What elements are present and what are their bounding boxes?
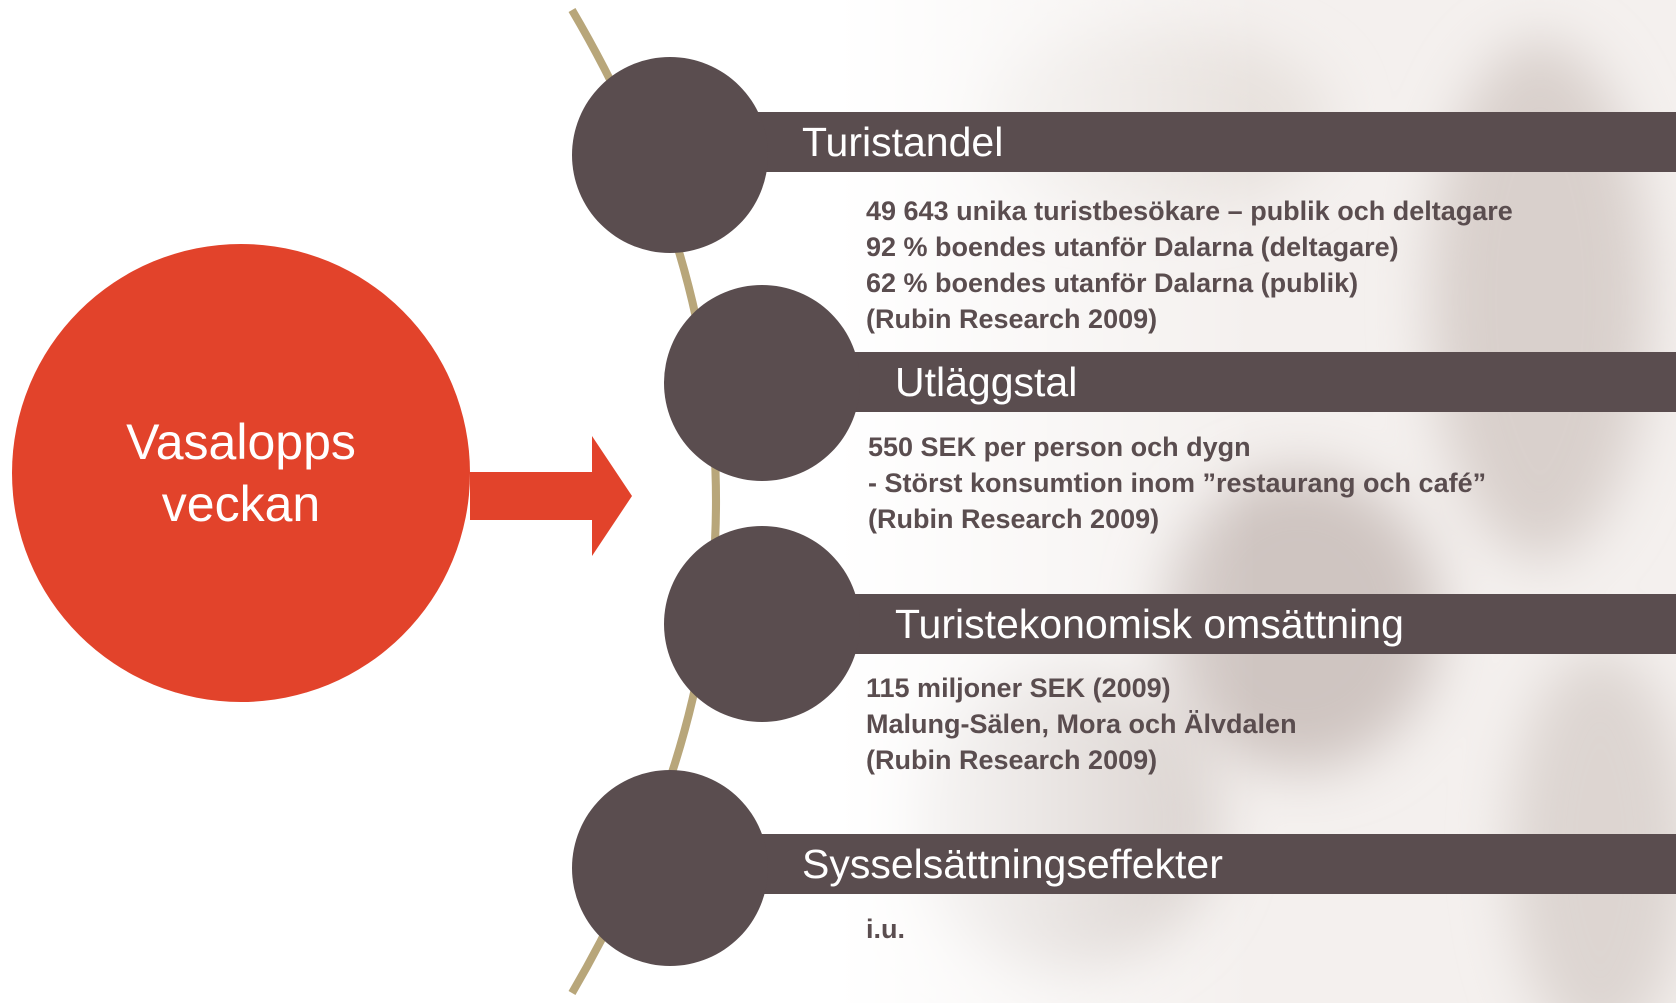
band-turistekonomisk-omsattning [760, 594, 1676, 654]
detail-line: (Rubin Research 2009) [866, 745, 1158, 775]
right-arrow [470, 436, 632, 556]
detail-line: Malung-Sälen, Mora och Älvdalen [866, 709, 1297, 739]
item-details-sysselsattningseffekter: i.u. [866, 911, 905, 947]
main-topic-line-2: veckan [161, 476, 321, 532]
item-title-sysselsattningseffekter: Sysselsättningseffekter [802, 841, 1223, 887]
item-title-turistandel: Turistandel [802, 119, 1004, 165]
item-title-utlaggstal: Utläggstal [895, 359, 1078, 405]
node-circle-2 [664, 285, 860, 481]
detail-line: i.u. [866, 914, 905, 944]
main-topic-line-1: Vasalopps [126, 414, 356, 470]
node-circle-4 [572, 770, 768, 966]
item-title-turistekonomisk-omsattning: Turistekonomisk omsättning [895, 601, 1404, 647]
detail-line: 115 miljoner SEK (2009) [866, 673, 1171, 703]
detail-line: - Störst konsumtion inom ”restaurang och… [868, 468, 1487, 498]
item-details-turistandel: 49 643 unika turistbesökare – publik och… [866, 193, 1513, 337]
main-topic-label: Vasalopps veckan [81, 411, 401, 535]
band-utlaggstal [760, 352, 1676, 412]
main-topic-circle: Vasalopps veckan [12, 244, 470, 702]
band-sysselsattningseffekter [662, 834, 1676, 894]
detail-line: 550 SEK per person och dygn [868, 432, 1251, 462]
detail-line: 49 643 unika turistbesökare – publik och… [866, 196, 1513, 226]
node-circle-1 [572, 57, 768, 253]
band-turistandel [662, 112, 1676, 172]
detail-line: (Rubin Research 2009) [868, 504, 1160, 534]
detail-line: 62 % boendes utanför Dalarna (publik) [866, 268, 1359, 298]
node-circle-3 [664, 526, 860, 722]
detail-line: 92 % boendes utanför Dalarna (deltagare) [866, 232, 1399, 262]
item-details-turistekonomisk-omsattning: 115 miljoner SEK (2009) Malung-Sälen, Mo… [866, 670, 1297, 778]
detail-line: (Rubin Research 2009) [866, 304, 1158, 334]
item-details-utlaggstal: 550 SEK per person och dygn - Störst kon… [868, 429, 1486, 537]
